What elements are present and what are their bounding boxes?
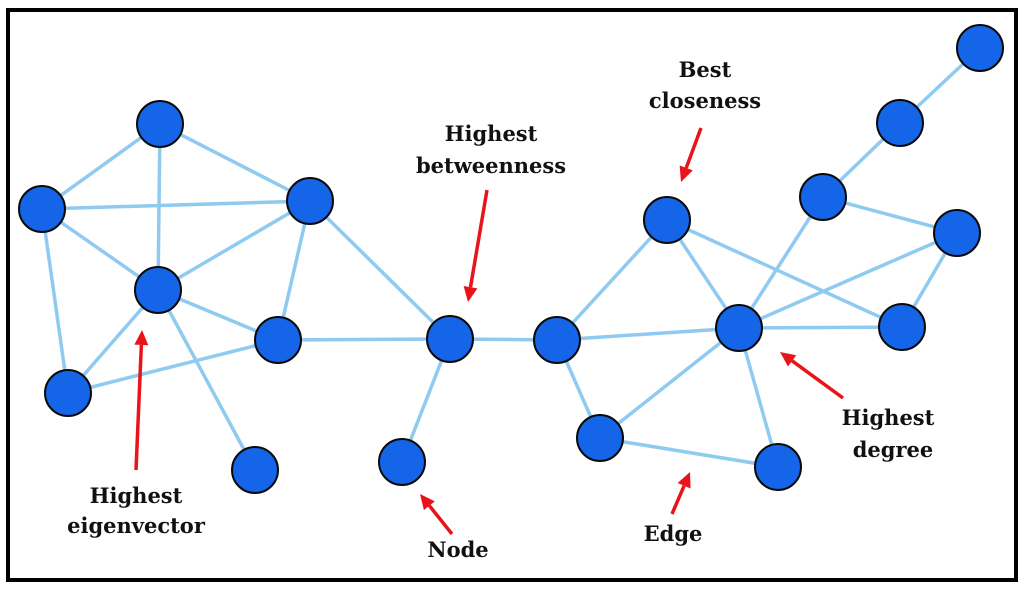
label-highest-betweenness-line1: Highest <box>445 121 538 146</box>
arrow-best-closeness-head <box>679 165 693 182</box>
arrow-best-closeness <box>679 127 703 182</box>
node-n19 <box>876 99 924 147</box>
node-n12 <box>956 24 1004 72</box>
arrow-highest-betweenness <box>463 189 489 302</box>
arrow-best-closeness-shaft <box>684 127 703 169</box>
edge-n14-n16 <box>737 195 825 330</box>
arrow-highest-betweenness-head <box>463 286 478 302</box>
node-n4 <box>134 266 182 314</box>
edge-n14-n18 <box>737 231 959 330</box>
arrow-node-shaft <box>428 504 454 536</box>
edge-n1-n3 <box>158 122 312 203</box>
label-highest-eigenvector-line2: eigenvector <box>67 513 206 538</box>
arrow-edge <box>670 472 691 515</box>
arrow-highest-eigenvector-head <box>134 330 149 346</box>
node-n11 <box>643 196 691 244</box>
node-n14 <box>715 304 763 352</box>
node-n17 <box>878 303 926 351</box>
arrow-edge-head <box>677 472 691 489</box>
edge-n14-n15 <box>737 326 780 469</box>
edge-n5-n6 <box>66 338 280 395</box>
arrow-highest-degree-shaft <box>791 359 845 400</box>
arrow-edge-shaft <box>670 485 686 515</box>
arrow-node-head <box>420 494 435 511</box>
arrows-layer <box>134 127 845 536</box>
edge-n2-n3 <box>40 199 312 211</box>
node-n10 <box>533 316 581 364</box>
node-n8 <box>378 438 426 486</box>
node-n18 <box>933 209 981 257</box>
label-node: Node <box>427 537 488 562</box>
node-n1 <box>136 100 184 148</box>
node-n2 <box>18 185 66 233</box>
edge-n2-n5 <box>40 207 70 395</box>
edge-n14-n17 <box>737 325 904 330</box>
arrow-highest-degree <box>780 352 845 400</box>
node-n13 <box>576 414 624 462</box>
nodes-layer <box>18 24 1004 494</box>
node-n6 <box>254 316 302 364</box>
label-highest-degree-line1: Highest <box>842 405 935 430</box>
label-highest-betweenness-line2: betweenness <box>416 153 566 178</box>
node-n16 <box>799 173 847 221</box>
label-highest-degree-line2: degree <box>853 437 934 462</box>
label-best-closeness-line1: Best <box>679 57 732 82</box>
edge-n1-n2 <box>40 122 162 211</box>
labels-layer: Highest eigenvector Highest betweenness … <box>67 57 935 562</box>
node-n9 <box>426 315 474 363</box>
arrow-highest-degree-head <box>780 352 797 367</box>
edge-n13-n15 <box>598 436 780 469</box>
label-highest-eigenvector-line1: Highest <box>90 483 183 508</box>
edge-n10-n11 <box>555 218 669 342</box>
arrow-node <box>420 494 454 536</box>
node-n7 <box>231 446 279 494</box>
arrow-highest-eigenvector-shaft <box>134 344 144 471</box>
arrow-highest-betweenness-shaft <box>468 189 489 288</box>
edge-n6-n9 <box>276 337 452 342</box>
label-edge: Edge <box>644 521 703 546</box>
node-n3 <box>286 177 334 225</box>
edge-n3-n9 <box>308 199 452 341</box>
edge-n3-n4 <box>156 199 312 292</box>
edge-n4-n7 <box>156 288 257 472</box>
node-n15 <box>754 443 802 491</box>
label-best-closeness-line2: closeness <box>649 88 761 113</box>
edge-n11-n17 <box>665 218 904 329</box>
arrow-highest-eigenvector <box>134 330 149 471</box>
edge-n10-n14 <box>555 326 741 342</box>
node-n5 <box>44 369 92 417</box>
edge-n13-n14 <box>598 326 741 440</box>
